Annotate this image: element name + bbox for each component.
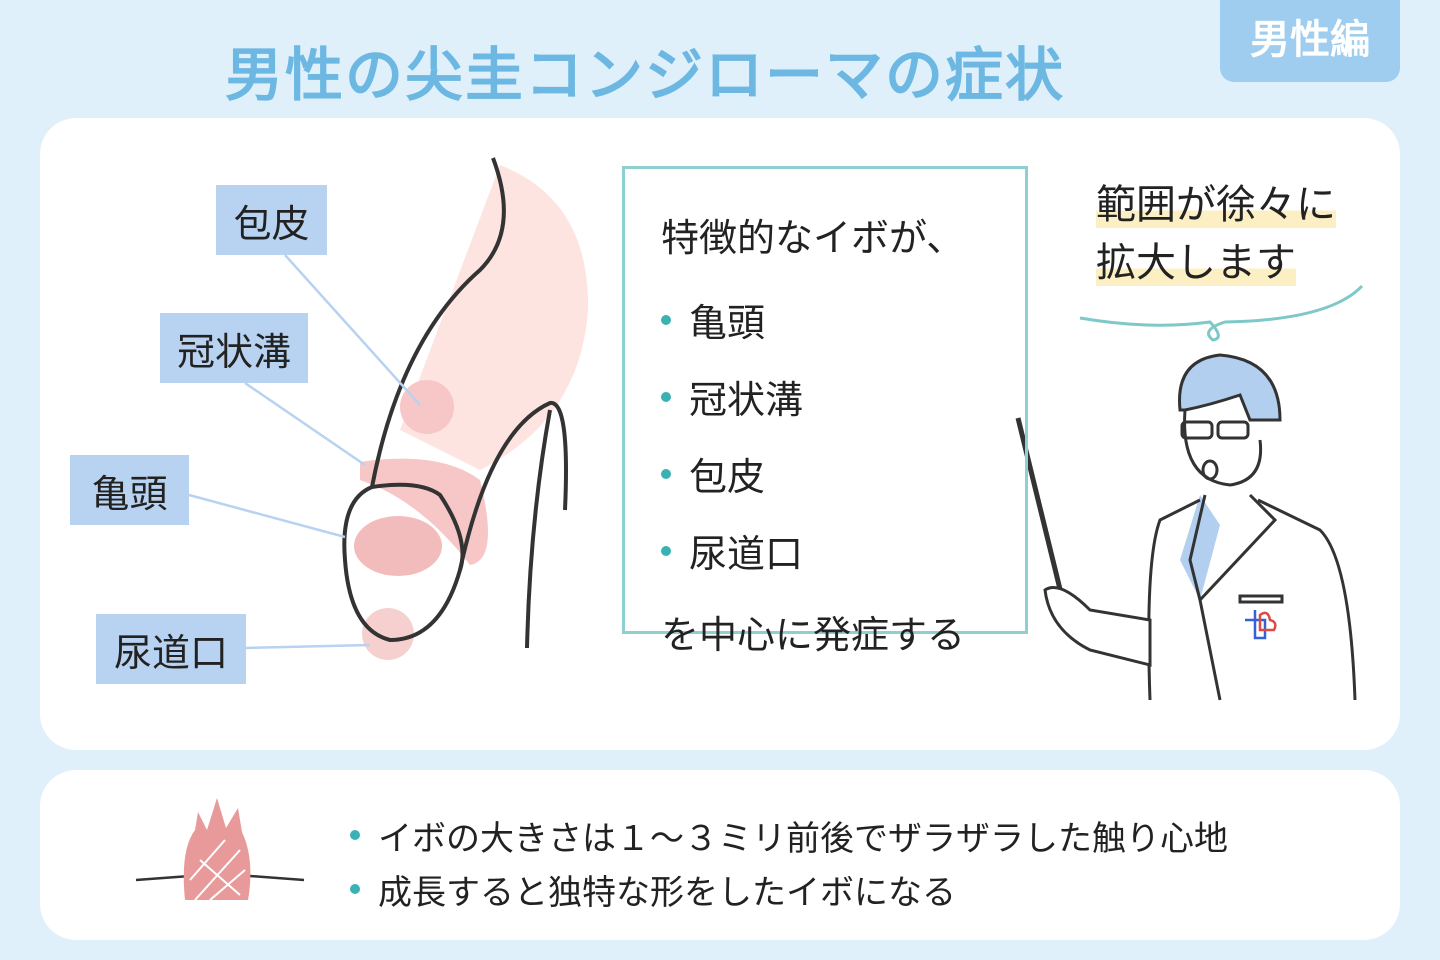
note-item: 成長すると独特な形をしたイボになる xyxy=(350,862,1228,916)
label-glans: 亀頭 xyxy=(70,455,189,525)
page-title: 男性の尖圭コンジローマの症状 xyxy=(224,41,1065,109)
item-text: 包皮 xyxy=(689,455,766,499)
label-foreskin: 包皮 xyxy=(216,185,327,255)
box-outro: を中心に発症する xyxy=(661,613,966,657)
bullet-icon xyxy=(661,391,671,402)
note-text: イボの大きさは１～３ミリ前後でザラザラした触り心地 xyxy=(378,818,1228,859)
item-text: 亀頭 xyxy=(689,301,766,345)
speech-text: 拡大します xyxy=(1096,240,1296,286)
urethra-spot xyxy=(362,608,414,660)
male-edition-badge: 男性編 xyxy=(1220,0,1400,82)
speech-text: 範囲が徐々に xyxy=(1096,182,1336,228)
list-item: 尿道口 xyxy=(661,523,1025,578)
anatomy-illustration xyxy=(188,157,589,660)
bullet-icon xyxy=(661,314,671,325)
glans-spot xyxy=(354,516,442,576)
list-item: 冠状溝 xyxy=(661,369,1025,424)
note-text: 成長すると独特な形をしたイボになる xyxy=(378,872,956,913)
speech-line-1: 範囲が徐々に xyxy=(1096,172,1336,230)
speech-line-2: 拡大します xyxy=(1096,230,1296,288)
list-item: 包皮 xyxy=(661,446,1025,501)
label-coronal-sulcus: 冠状溝 xyxy=(160,313,308,383)
foreskin-spot xyxy=(400,380,454,434)
symptom-sites-box: 特徴的なイボが、 亀頭 冠状溝 包皮 尿道口 を中心に発症する xyxy=(622,166,1028,657)
item-text: 尿道口 xyxy=(689,532,804,576)
list-item: 亀頭 xyxy=(661,292,1025,347)
box-intro: 特徴的なイボが、 xyxy=(661,216,965,260)
bullet-icon xyxy=(661,468,671,479)
note-item: イボの大きさは１～３ミリ前後でザラザラした触り心地 xyxy=(350,808,1228,862)
speech-line xyxy=(1079,284,1364,342)
bullet-icon xyxy=(350,884,360,894)
doctor-illustration xyxy=(1015,353,1357,701)
notes-card xyxy=(40,770,1400,940)
item-text: 冠状溝 xyxy=(689,378,804,422)
bullet-icon xyxy=(350,830,360,840)
wart-icon xyxy=(135,798,305,901)
notes-list: イボの大きさは１～３ミリ前後でザラザラした触り心地 成長すると独特な形をしたイボ… xyxy=(350,808,1228,916)
bullet-icon xyxy=(661,545,671,556)
label-urethral-opening: 尿道口 xyxy=(96,614,246,684)
